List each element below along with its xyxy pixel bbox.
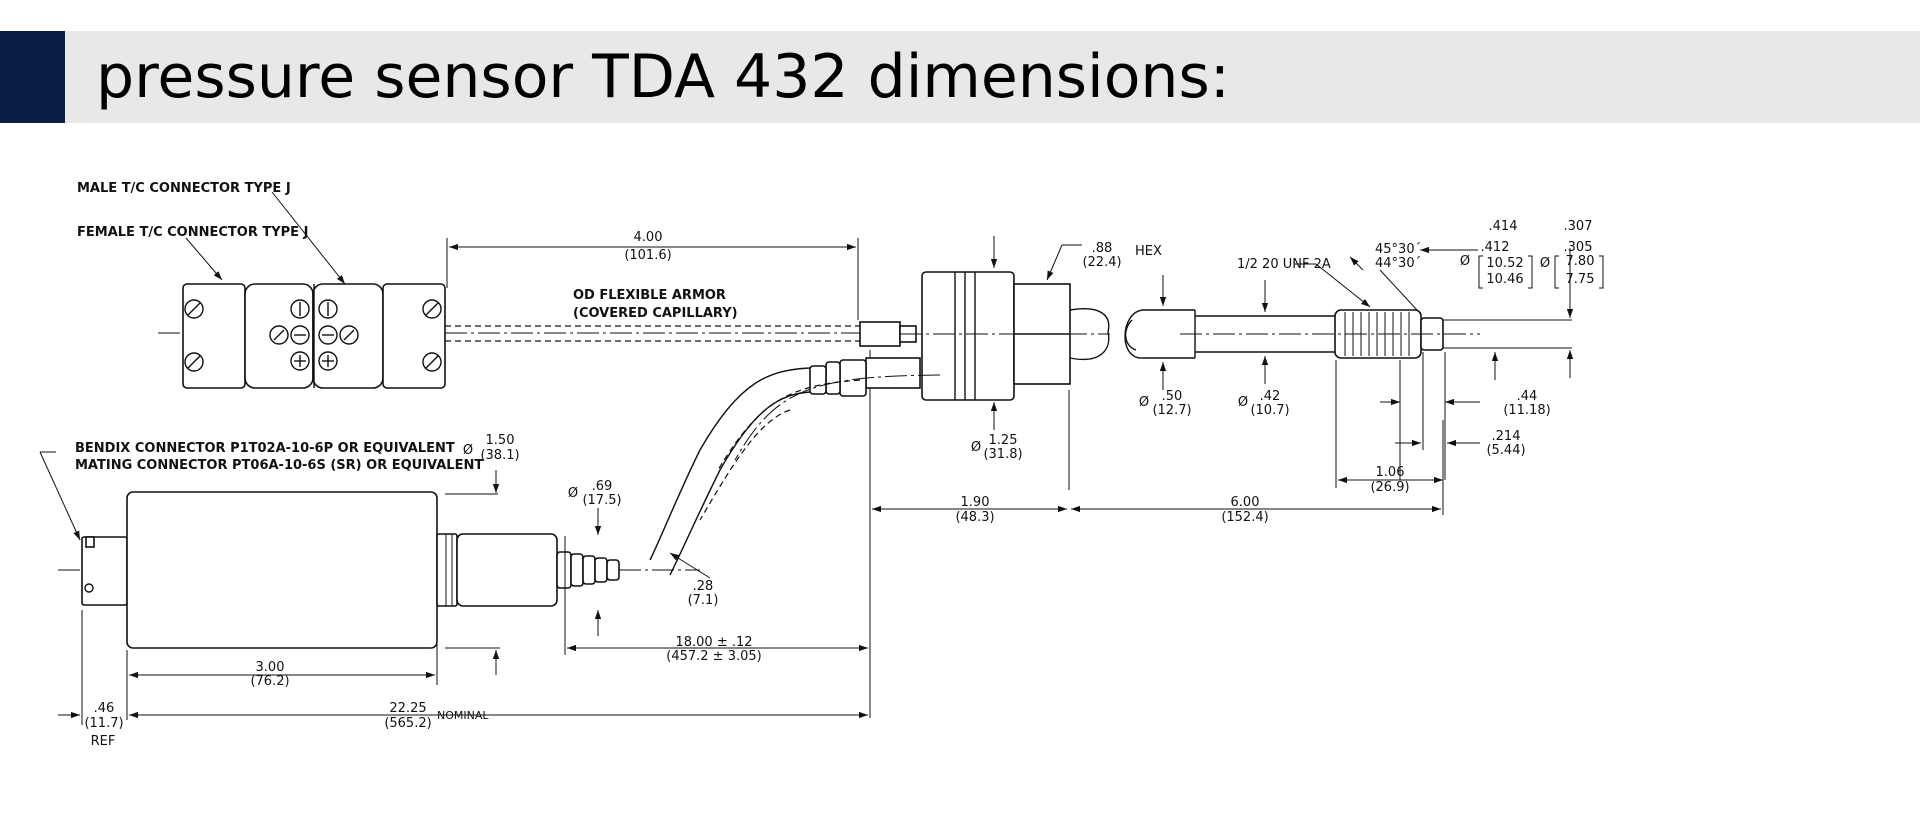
dim-1800-in: 18.00 ± .12 (675, 635, 752, 650)
dia-42: Ø (1238, 395, 1248, 410)
dim-50-in: .50 (1162, 389, 1183, 404)
dia-69: Ø (568, 486, 578, 501)
female-connector-label: FEMALE T/C CONNECTOR TYPE J (77, 225, 308, 240)
dim-412: .412 (1481, 240, 1510, 255)
thread-label: 1/2 20 UNF 2A (1237, 257, 1331, 272)
male-connector-label: MALE T/C CONNECTOR TYPE J (77, 181, 291, 196)
dim-400-in: 4.00 (634, 230, 663, 245)
dim-780: 7.80 (1566, 254, 1595, 269)
armor-label-line2: (COVERED CAPILLARY) (573, 306, 738, 321)
dim-190-mm: (48.3) (955, 510, 994, 525)
ref-label: REF (91, 734, 116, 749)
armor-label-line1: OD FLEXIBLE ARMOR (573, 288, 726, 303)
dim-300-mm: (76.2) (250, 674, 289, 689)
title-bar: pressure sensor TDA 432 dimensions: (0, 31, 1920, 123)
bendix-label-line2: MATING CONNECTOR PT06A-10-6S (SR) OR EQU… (75, 458, 483, 473)
dim-2225-mm: (565.2) (384, 716, 431, 731)
dim-775: 7.75 (1566, 272, 1595, 287)
dim-28-in: .28 (693, 579, 714, 594)
bendix-body (58, 491, 700, 649)
dim-400-mm: (101.6) (624, 248, 671, 263)
title-accent-block (0, 31, 65, 123)
dim-414: .414 (1489, 219, 1518, 234)
dim-1800-mm: (457.2 ± 3.05) (666, 649, 761, 664)
tc-connector (158, 283, 458, 389)
dia-125: Ø (971, 440, 981, 455)
dia-50: Ø (1139, 395, 1149, 410)
bendix-label-line1: BENDIX CONNECTOR P1T02A-10-6P OR EQUIVAL… (75, 441, 455, 456)
dim-44-in: .44 (1517, 389, 1538, 404)
dia-150: Ø (463, 443, 473, 458)
dim-214-mm: (5.44) (1486, 443, 1525, 458)
dim-300-in: 3.00 (256, 660, 285, 675)
dim-69-mm: (17.5) (582, 493, 621, 508)
angle-top: 45°30´ (1375, 242, 1421, 257)
dim-190-in: 1.90 (961, 495, 990, 510)
dim-42-in: .42 (1260, 389, 1281, 404)
page-title: pressure sensor TDA 432 dimensions: (96, 42, 1230, 112)
dim-1052: 10.52 (1486, 256, 1523, 271)
probe-shaft (1124, 309, 1572, 359)
dim-46-mm: (11.7) (84, 716, 123, 731)
dim-106-mm: (26.9) (1370, 480, 1409, 495)
dim-106-in: 1.06 (1376, 465, 1405, 480)
nominal-label: NOMINAL (437, 709, 489, 722)
dim-88-mm: (22.4) (1082, 255, 1121, 270)
dim-1046: 10.46 (1486, 272, 1523, 287)
dim-600-in: 6.00 (1231, 495, 1260, 510)
dim-150-mm: (38.1) (480, 448, 519, 463)
capillary-cable (649, 357, 941, 576)
dim-46-in: .46 (94, 701, 115, 716)
dim-50-mm: (12.7) (1152, 403, 1191, 418)
dim-69-in: .69 (592, 479, 613, 494)
dim-600-mm: (152.4) (1221, 510, 1268, 525)
angle-bottom: 44°30´ (1375, 256, 1421, 271)
dia-780: Ø (1540, 256, 1550, 271)
dim-2225-in: 22.25 (389, 701, 426, 716)
dim-305: .305 (1564, 240, 1593, 255)
dim-150-in: 1.50 (486, 433, 515, 448)
dim-125-in: 1.25 (989, 433, 1018, 448)
dim-214-in: .214 (1492, 429, 1521, 444)
dim-44-mm: (11.18) (1503, 403, 1550, 418)
dim-28-mm: (7.1) (688, 593, 719, 608)
dim-42-mm: (10.7) (1250, 403, 1289, 418)
dia-1052: Ø (1460, 254, 1470, 269)
dim-125-mm: (31.8) (983, 447, 1022, 462)
dim-88-in: .88 (1092, 241, 1113, 256)
dim-307: .307 (1564, 219, 1593, 234)
hex-label: HEX (1135, 244, 1162, 259)
sensor-hex-body (859, 271, 1110, 401)
